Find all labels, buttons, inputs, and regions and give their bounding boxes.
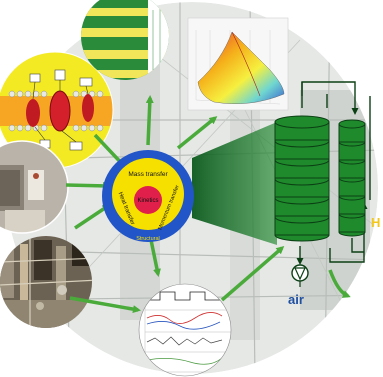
- reactor-columns: [274, 81, 371, 265]
- air-label: air: [288, 292, 304, 307]
- h-label: H: [371, 215, 380, 230]
- hub-kinetics-label: Kinetics: [137, 198, 158, 204]
- pump-icon: [291, 264, 309, 287]
- fermentor-photo: [0, 140, 69, 234]
- scale-up-beam: [192, 122, 277, 245]
- membrane-image: [0, 51, 114, 169]
- surface-plot: [187, 17, 289, 111]
- hub-mass-transfer-label: Mass transfer: [128, 171, 168, 178]
- time-series-graph: [138, 283, 232, 377]
- transport-phenomena-hub: Mass transfer Heat transfer Momentum tra…: [102, 150, 194, 242]
- hub-structural-label: Structural: [136, 236, 160, 242]
